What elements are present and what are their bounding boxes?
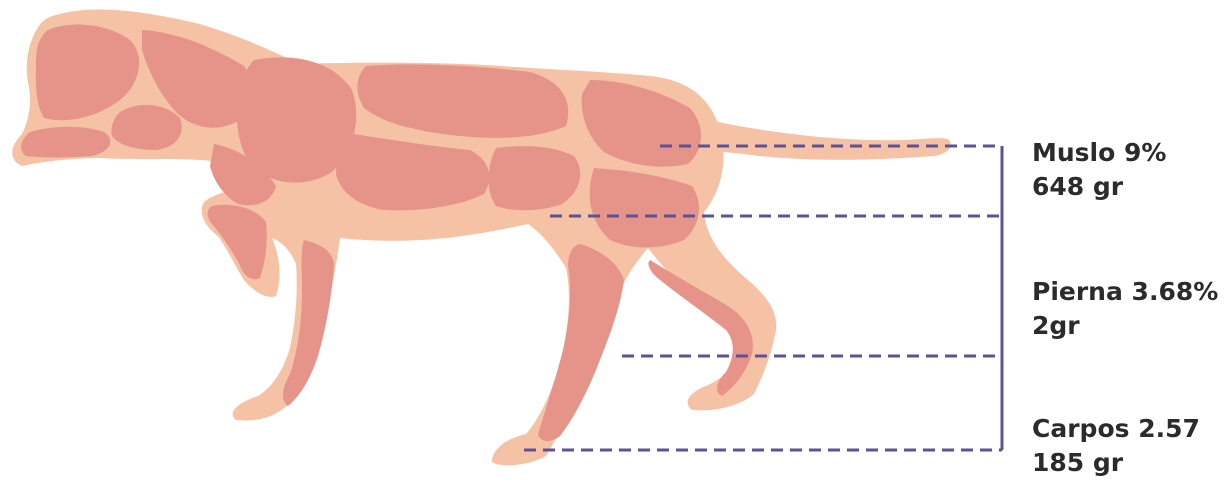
muscle-rear-leg (538, 244, 624, 441)
label-carpus: Carpos 2.57 185 gr (1032, 412, 1200, 480)
label-leg-weight: 2gr (1032, 309, 1218, 343)
label-leg: Pierna 3.68% 2gr (1032, 275, 1218, 343)
label-leg-name: Pierna 3.68% (1032, 275, 1218, 309)
muscle-foreleg (283, 240, 334, 406)
label-carpus-name: Carpos 2.57 (1032, 412, 1200, 446)
label-thigh-weight: 648 gr (1032, 170, 1166, 204)
muscle-jaw (111, 105, 181, 150)
dog-tail (700, 118, 951, 160)
muscle-snout (21, 127, 110, 158)
label-thigh-name: Muslo 9% (1032, 136, 1166, 170)
label-thigh: Muslo 9% 648 gr (1032, 136, 1166, 204)
label-carpus-weight: 185 gr (1032, 446, 1200, 480)
